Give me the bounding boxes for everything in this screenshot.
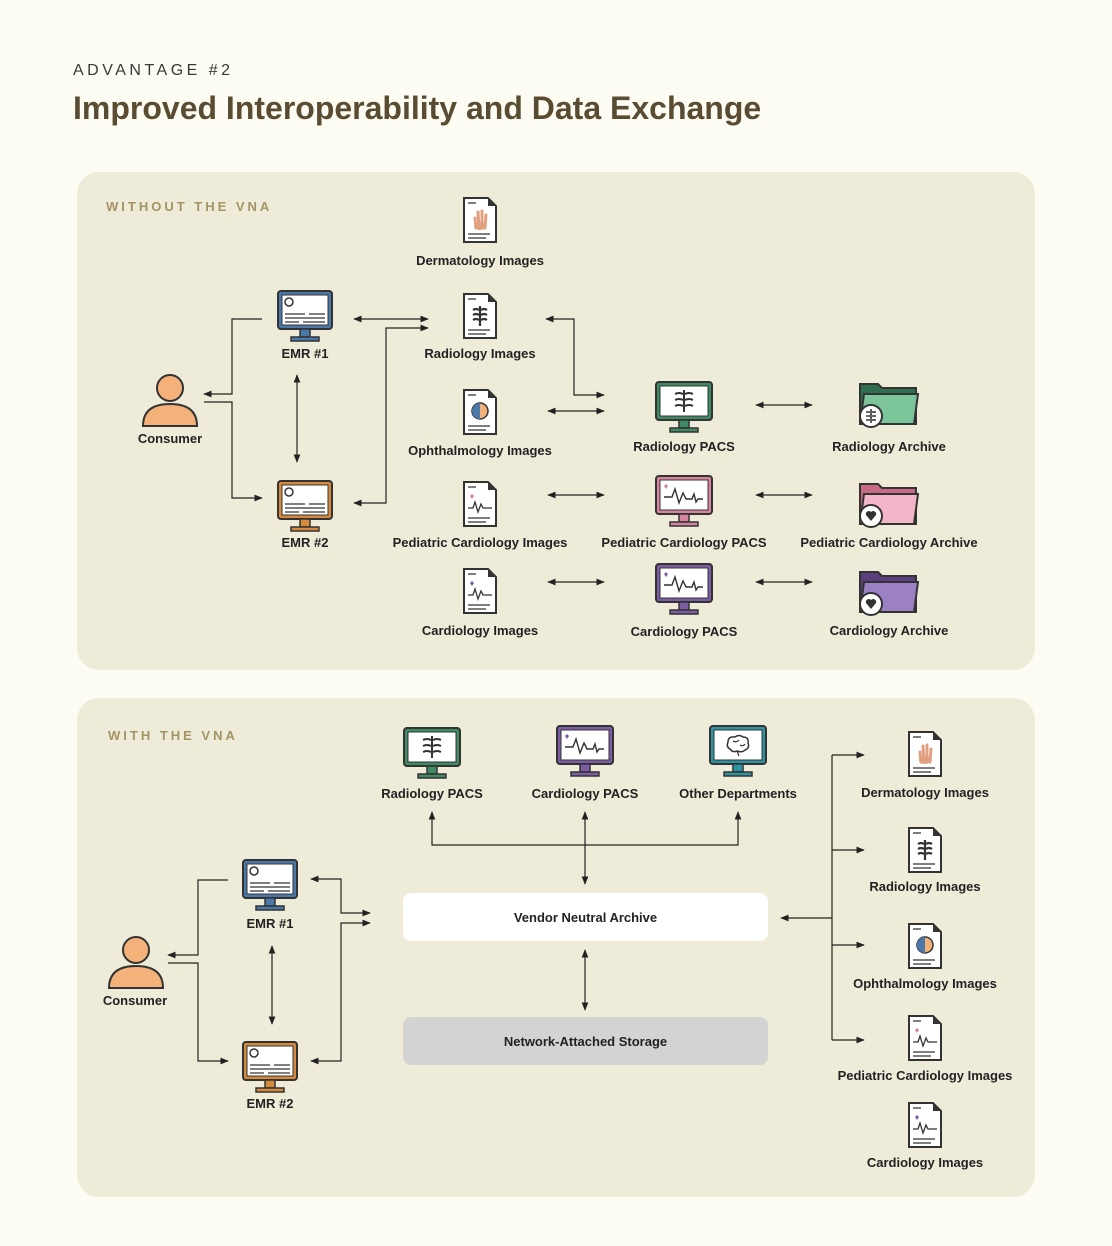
pediatric-cardiology-images-label: Pediatric Cardiology Images (392, 535, 568, 550)
radiology-images-label-2: Radiology Images (869, 879, 981, 894)
consumer-label: Consumer (137, 431, 203, 446)
line-emr2-radiology (353, 324, 429, 507)
pediatric-cardiology-archive-folder-icon (858, 483, 920, 528)
cardiology-pacs-monitor-icon (556, 725, 614, 777)
emr1-label: EMR #1 (281, 346, 329, 361)
other-departments-label: Other Departments (679, 786, 797, 801)
ophthalmology-image-icon (463, 389, 497, 435)
radiology-images-label: Radiology Images (424, 346, 536, 361)
cardiology-image-icon (463, 568, 497, 614)
emr-monitor-icon (242, 1041, 298, 1093)
panel-with-vna (77, 698, 1035, 1197)
line2-emr1-consumer (167, 879, 228, 959)
cardiology-archive-folder-icon (858, 571, 920, 616)
radiology-image-icon (908, 827, 942, 873)
line2-emr2-vna (310, 919, 371, 1065)
radiology-archive-label: Radiology Archive (832, 439, 946, 454)
pediatric-cardiology-pacs-label: Pediatric Cardiology PACS (601, 535, 767, 550)
radiology-image-icon (463, 293, 497, 339)
emr-monitor-icon (277, 480, 333, 532)
other-departments-brain-monitor-icon (709, 725, 767, 777)
radiology-archive-folder-icon (858, 383, 920, 428)
radiology-pacs-label: Radiology PACS (633, 439, 735, 454)
network-attached-storage-box: Network-Attached Storage (403, 1017, 768, 1065)
line2-emr1-vna (310, 875, 371, 917)
panel-label-without: WITHOUT THE VNA (106, 199, 273, 214)
emr-monitor-icon (242, 859, 298, 911)
radiology-pacs-monitor-icon (655, 381, 713, 433)
cardiology-pacs-monitor-icon (655, 563, 713, 615)
emr2-label: EMR #2 (281, 535, 329, 550)
line2-consumer-emr2 (168, 962, 229, 1065)
person-icon (141, 374, 199, 427)
consumer-label-2: Consumer (102, 993, 168, 1008)
ophthalmology-images-label: Ophthalmology Images (408, 443, 552, 458)
person-icon (107, 936, 165, 989)
line-emr1-consumer (203, 318, 262, 398)
eyebrow: ADVANTAGE #2 (73, 62, 234, 79)
emr1-label-2: EMR #1 (246, 916, 294, 931)
panel-label-with: WITH THE VNA (108, 728, 238, 743)
dermatology-images-label: Dermatology Images (416, 253, 544, 268)
cardiology-archive-label: Cardiology Archive (829, 623, 949, 638)
dermatology-images-label-2: Dermatology Images (861, 785, 989, 800)
pediatric-cardiology-image-icon (463, 481, 497, 527)
cardiology-image-icon (908, 1102, 942, 1148)
cardiology-pacs-label-2: Cardiology PACS (531, 786, 639, 801)
cardiology-images-label-2: Cardiology Images (866, 1155, 984, 1170)
emr2-label-2: EMR #2 (246, 1096, 294, 1111)
dermatology-image-icon (908, 731, 942, 777)
cardiology-images-label: Cardiology Images (421, 623, 539, 638)
line-consumer-emr2 (204, 401, 263, 502)
pediatric-cardiology-archive-label: Pediatric Cardiology Archive (800, 535, 978, 550)
vendor-neutral-archive-box: Vendor Neutral Archive (403, 893, 768, 941)
radiology-pacs-monitor-icon (403, 727, 461, 779)
line-radiology-pacs (545, 315, 605, 399)
dermatology-image-icon (463, 197, 497, 243)
page-title: Improved Interoperability and Data Excha… (73, 90, 762, 126)
emr-monitor-icon (277, 290, 333, 342)
radiology-pacs-label-2: Radiology PACS (381, 786, 483, 801)
ophthalmology-images-label-2: Ophthalmology Images (853, 976, 997, 991)
pediatric-cardiology-images-label-2: Pediatric Cardiology Images (837, 1068, 1013, 1083)
pediatric-cardiology-image-icon (908, 1015, 942, 1061)
pediatric-cardiology-pacs-monitor-icon (655, 475, 713, 527)
cardiology-pacs-label: Cardiology PACS (630, 624, 738, 639)
ophthalmology-image-icon (908, 923, 942, 969)
